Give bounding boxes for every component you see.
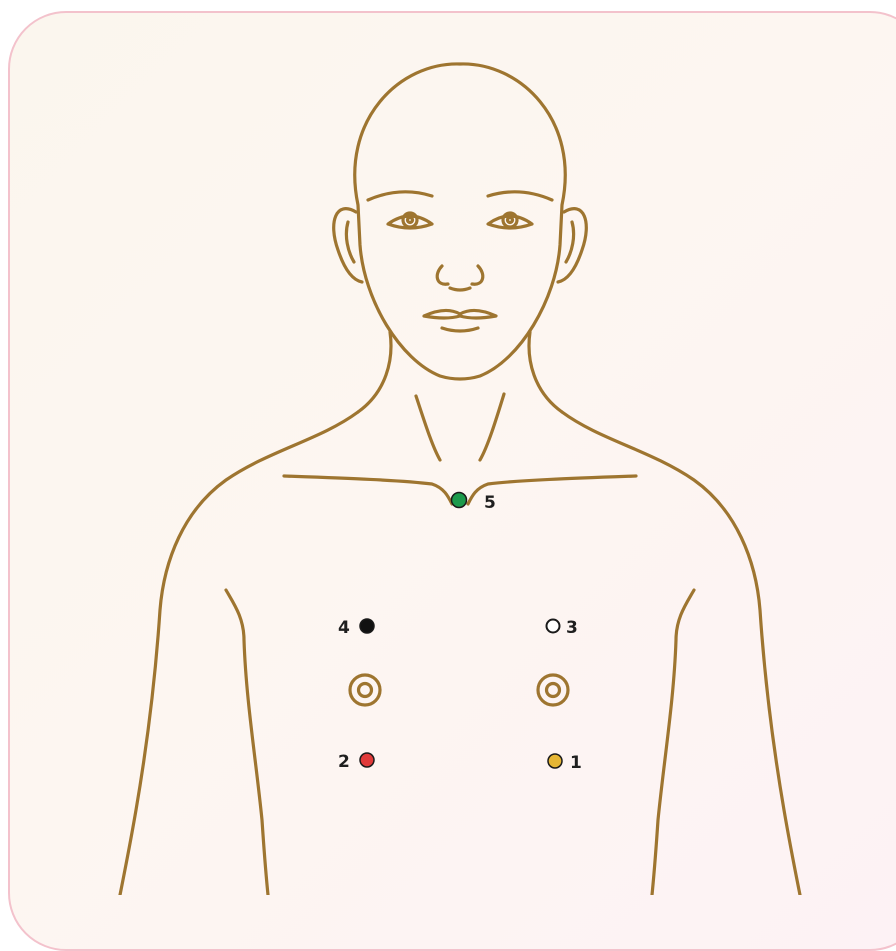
body-diagram: 5 4 3 2 1 [0, 0, 896, 895]
neck-right [529, 332, 562, 412]
mouth [424, 310, 496, 318]
point-5-dot[interactable] [452, 493, 467, 508]
left-clavicle [284, 476, 452, 504]
point-1-dot[interactable] [548, 754, 562, 768]
left-nipple-inner [359, 684, 372, 697]
left-torso-side [226, 590, 268, 895]
point-5-label: 5 [484, 493, 496, 513]
marker-points: 5 4 3 2 1 [338, 493, 582, 774]
point-1[interactable]: 1 [548, 753, 582, 773]
right-nipple-inner [547, 684, 560, 697]
point-1-label: 1 [570, 753, 582, 773]
point-2-dot[interactable] [360, 753, 374, 767]
neck-muscle-right [480, 394, 504, 460]
point-3[interactable]: 3 [547, 618, 578, 638]
nose [437, 266, 483, 290]
neck-muscle-left [416, 396, 440, 460]
human-outline [120, 64, 800, 895]
point-4-dot[interactable] [360, 619, 374, 633]
left-ear-inner [346, 222, 354, 262]
lower-lip [442, 328, 478, 331]
neck-left [358, 332, 391, 412]
left-pupil [408, 218, 413, 223]
point-2-label: 2 [338, 752, 350, 772]
point-3-dot[interactable] [547, 620, 560, 633]
right-eyebrow [488, 192, 552, 200]
right-nipple-outer [538, 675, 568, 705]
right-pupil [508, 218, 513, 223]
point-4-label: 4 [338, 618, 350, 638]
left-eyebrow [368, 192, 432, 200]
right-ear-inner [566, 222, 574, 262]
left-nipple-outer [350, 675, 380, 705]
point-4[interactable]: 4 [338, 618, 374, 638]
right-torso-side [652, 590, 694, 895]
right-shoulder-arm [562, 412, 800, 895]
point-3-label: 3 [566, 618, 578, 638]
point-2[interactable]: 2 [338, 752, 374, 772]
left-shoulder-arm [120, 412, 358, 895]
